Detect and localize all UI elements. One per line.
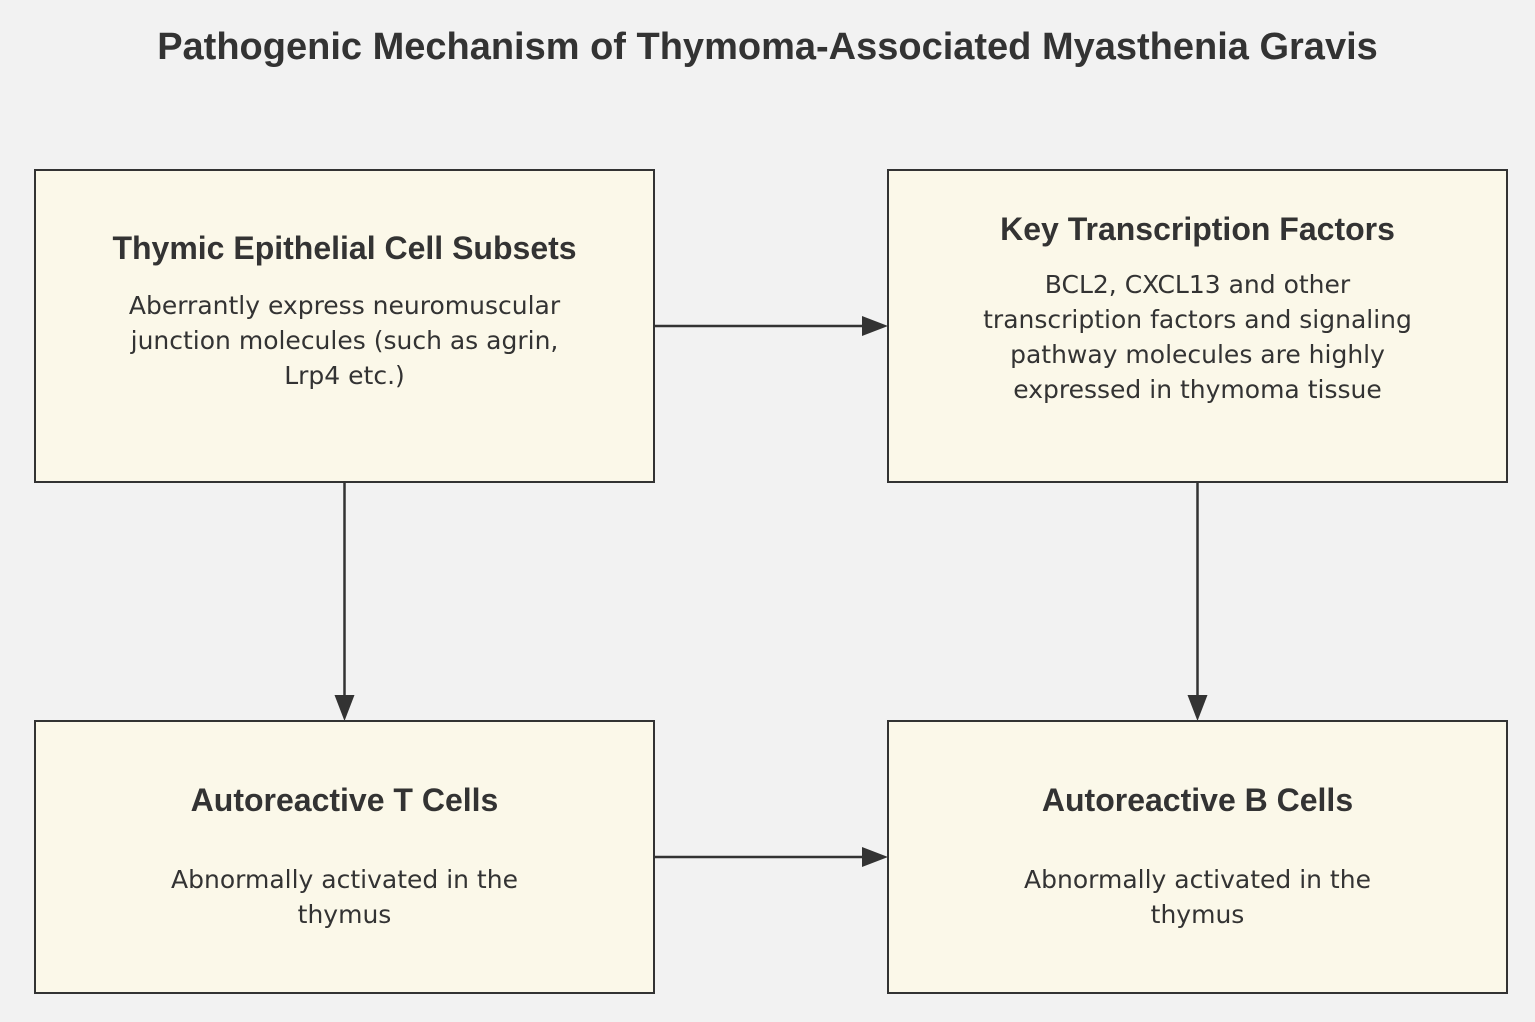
node-description: Abnormally activated in the thymus: [1024, 865, 1371, 929]
node-description: Abnormally activated in the thymus: [171, 865, 518, 929]
node-title: Autoreactive T Cells: [190, 782, 499, 818]
node-description: BCL2, CXCL13 and other transcription fac…: [983, 270, 1412, 404]
node-key-transcription-factors: Key Transcription Factors BCL2, CXCL13 a…: [887, 169, 1508, 483]
node-thymic-epithelial-cell-subsets: Thymic Epithelial Cell Subsets Aberrantl…: [34, 169, 655, 483]
edge-epithelial-to-tcells-arrowhead: [334, 695, 355, 721]
edge-tcells-to-bcells-arrowhead: [862, 847, 888, 867]
edge-epithelial-to-transcription-arrowhead: [862, 316, 888, 336]
edge-transcription-to-bcells-arrowhead: [1187, 695, 1208, 721]
node-title: Key Transcription Factors: [1000, 211, 1395, 247]
node-autoreactive-t-cells: Autoreactive T Cells Abnormally activate…: [34, 720, 655, 994]
node-title: Thymic Epithelial Cell Subsets: [112, 230, 577, 266]
node-description: Aberrantly express neuromuscular junctio…: [128, 291, 561, 390]
node-title: Autoreactive B Cells: [1041, 782, 1354, 818]
node-autoreactive-b-cells: Autoreactive B Cells Abnormally activate…: [887, 720, 1508, 994]
diagram-title: Pathogenic Mechanism of Thymoma-Associat…: [157, 26, 1378, 68]
